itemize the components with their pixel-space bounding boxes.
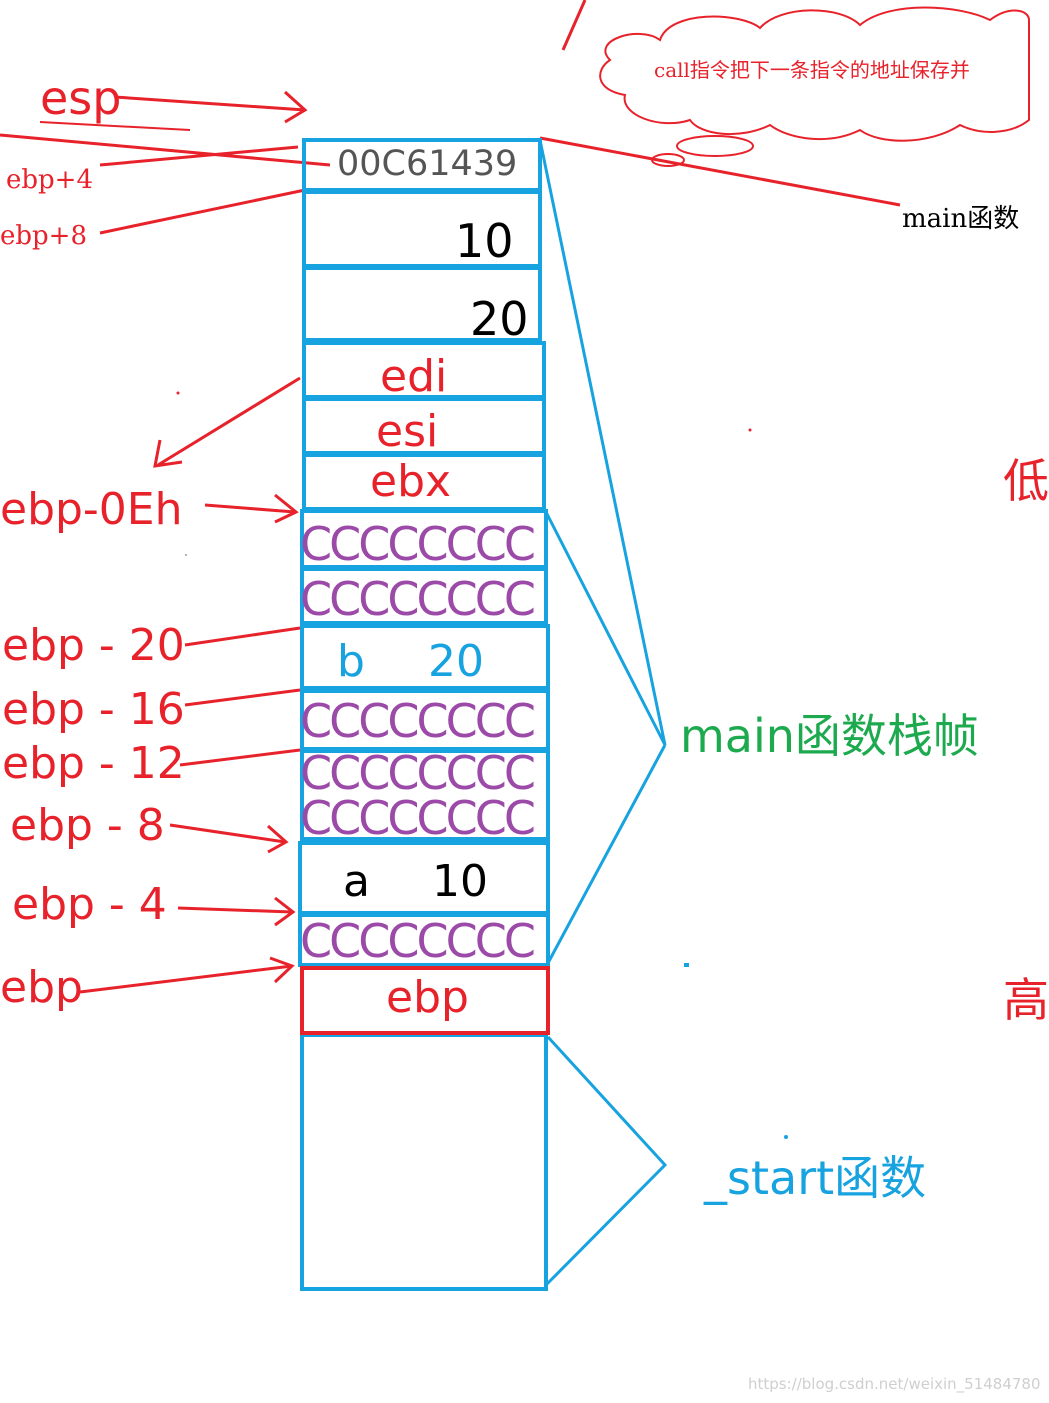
watermark: https://blog.csdn.net/weixin_51484780 xyxy=(748,1375,1041,1393)
ebp-minus-4-label: ebp - 4 xyxy=(12,879,167,930)
esi-register: esi xyxy=(376,406,439,457)
esp-arrow xyxy=(114,90,308,124)
stray-stroke xyxy=(561,0,587,51)
start-frame-brace xyxy=(544,1035,668,1287)
var-b-value: 20 xyxy=(428,636,484,687)
main-frame-brace xyxy=(538,139,667,964)
cell-fill-6 xyxy=(298,913,550,967)
esp-label: esp xyxy=(40,71,122,125)
ebp-label: ebp xyxy=(0,962,83,1013)
var-a-name: a xyxy=(343,856,370,907)
fill-bytes: CCCCCCCC xyxy=(300,572,536,626)
fill-bytes: CCCCCCCC xyxy=(300,517,536,571)
cell-saved-ebp xyxy=(300,966,550,1035)
fill-bytes: CCCCCCCC xyxy=(300,914,536,968)
ebp-arrow xyxy=(79,956,295,994)
high-address-label: 高 xyxy=(1003,973,1049,1027)
ebp-plus-4-arrow xyxy=(99,145,299,167)
fill-bytes: CCCCCCCC xyxy=(300,791,536,845)
edi-register: edi xyxy=(380,351,448,402)
ebx-register: ebx xyxy=(370,456,452,507)
cell-start-frame xyxy=(300,1033,548,1291)
ebp-minus-12-arrow xyxy=(179,748,301,767)
cloud-callout-text: call指令把下一条指令的地址保存并 xyxy=(654,58,970,82)
ebp-minus-8-arrow xyxy=(169,823,289,854)
return-address-value: 00C61439 xyxy=(337,144,518,184)
stray-dot xyxy=(176,391,180,395)
arg-b-value: 20 xyxy=(470,292,529,346)
ebp-minus-16-arrow xyxy=(184,688,301,707)
cell-fill-4-5 xyxy=(300,749,550,841)
ebp-minus-8-label: ebp - 8 xyxy=(10,800,165,851)
low-address-label: 低 xyxy=(1003,454,1049,508)
main-function-note: main函数 xyxy=(902,204,1020,234)
cell-var-a xyxy=(298,841,550,915)
cell-fill-2 xyxy=(300,567,548,625)
cloud-bubble-large xyxy=(676,135,754,157)
fill-bytes: CCCCCCCC xyxy=(300,694,536,748)
ebp-minus-12-label: ebp - 12 xyxy=(2,738,185,789)
stray-dot xyxy=(684,963,689,967)
var-a-value: 10 xyxy=(432,856,488,907)
stray-dot xyxy=(185,554,187,556)
arg-a-value: 10 xyxy=(455,214,514,268)
ebp-minus-16-label: ebp - 16 xyxy=(2,684,185,735)
red-underline-esp xyxy=(39,121,191,131)
ebp-plus-4-label: ebp+4 xyxy=(6,165,94,195)
ebp-minus-20-label: ebp - 20 xyxy=(2,620,185,671)
cell-var-b xyxy=(300,624,550,690)
ebp-minus-0eh-label: ebp-0Eh xyxy=(0,484,183,535)
ebp-minus-20-arrow xyxy=(184,626,301,647)
ebp-0eh-arrow xyxy=(204,493,299,524)
edi-diagonal-arrow xyxy=(153,376,301,468)
start-function-label: _start函数 xyxy=(704,1151,927,1205)
red-line-right xyxy=(539,136,901,207)
stack-column xyxy=(298,138,550,1291)
stray-dot xyxy=(784,1135,788,1139)
cell-arg-b xyxy=(302,266,542,342)
cloud-callout xyxy=(599,6,1030,142)
ebp-plus-8-label: ebp+8 xyxy=(0,221,88,251)
ebp-plus-8-arrow xyxy=(99,188,306,235)
stray-dot xyxy=(748,428,752,432)
ebp-minus-4-arrow xyxy=(177,896,296,927)
main-frame-label: main函数栈帧 xyxy=(680,709,979,763)
red-line-main xyxy=(0,133,331,167)
fill-bytes: CCCCCCCC xyxy=(300,746,536,800)
var-b-name: b xyxy=(337,636,365,687)
saved-ebp-value: ebp xyxy=(386,972,469,1023)
